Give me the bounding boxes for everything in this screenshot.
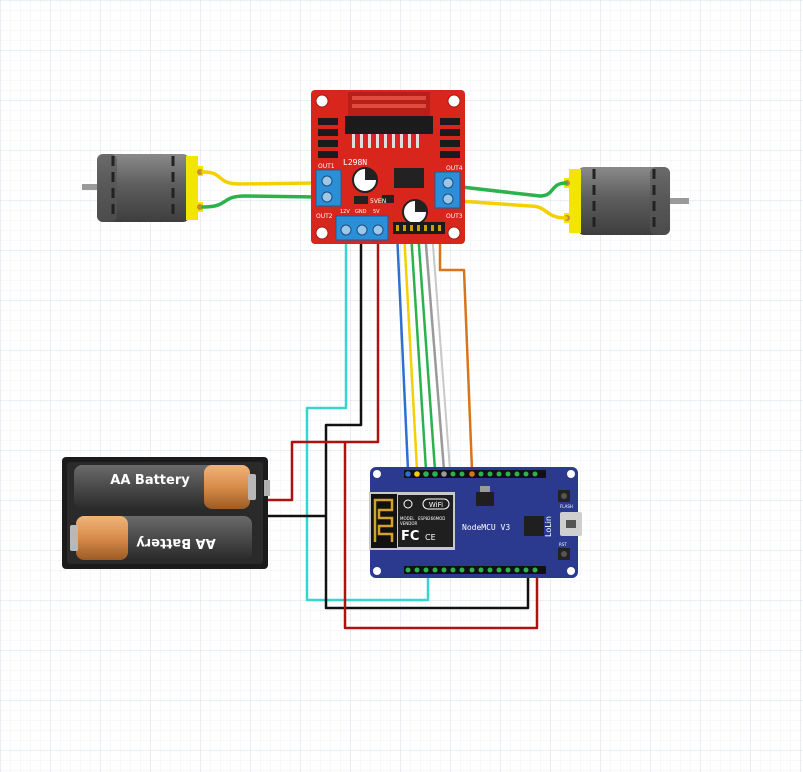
nodemcu-vendor-label: VENDOR (400, 521, 417, 526)
motor-left (82, 154, 203, 222)
nodemcu-model-label: MODEL (400, 516, 415, 521)
wire-in4-white (431, 231, 451, 471)
battery-bottom-label: AA Battery (136, 535, 216, 550)
nodemcu-fc-label: FC (401, 529, 419, 544)
motor-right-shaft (669, 198, 689, 204)
driver-jumper (354, 196, 368, 204)
nodemcu-brand: LoLin (544, 516, 553, 537)
nodemcu-rst-label: RST (559, 542, 567, 547)
l298n-driver: L298N 5VEN OUT1 OUT2 OUT3 O (311, 90, 465, 244)
motor-left-shaft (82, 184, 98, 190)
battery-top-label: AA Battery (110, 473, 190, 488)
wire-left-motor-yellow (201, 170, 320, 186)
wire-enb-orange (438, 230, 474, 472)
nodemcu-wifi-label: WiFi (429, 501, 443, 509)
driver-out4-label: OUT4 (446, 165, 463, 172)
nodemcu-ce-label: CE (425, 533, 436, 542)
nodemcu-title: NodeMCU V3 (462, 523, 510, 532)
wire-right-motor-yellow (442, 198, 568, 220)
driver-5v-label: 5V (373, 209, 380, 215)
wire-in3-green (416, 230, 437, 472)
driver-12v-label: 12V (340, 209, 350, 215)
wire-in2-green (409, 230, 428, 472)
nodemcu-flash-label: FLASH (560, 504, 573, 509)
driver-regulator (394, 168, 424, 188)
wire-gnd-black (266, 231, 530, 610)
driver-gnd-label: GND (355, 209, 367, 215)
motor-left-body (97, 154, 189, 222)
driver-out2-label: OUT2 (316, 213, 333, 220)
motor-right-body (578, 167, 670, 235)
driver-out1-label: OUT1 (318, 163, 335, 170)
wire-in1-yellow (402, 230, 419, 472)
wire-5v-cyan (305, 231, 430, 602)
nodemcu-board: WiFi MODEL VENDOR ESP8266MOD FC CE FLASH… (369, 467, 582, 578)
wire-12v-red (266, 231, 539, 630)
nodemcu-bottom-pin-row (404, 566, 546, 574)
wire-left-motor-green (201, 194, 320, 209)
driver-chip-label: L298N (343, 158, 367, 167)
battery-pack: AA Battery AA Battery (62, 457, 270, 569)
nodemcu-esp-label: ESP8266MOD (418, 516, 445, 521)
driver-jumper-label: 5VEN (370, 198, 386, 205)
nodemcu-wire-endpoints (405, 471, 475, 477)
wires (201, 170, 568, 630)
nodemcu-usb-chip (524, 516, 544, 536)
wire-right-motor-green (442, 181, 568, 198)
driver-heatsink (345, 92, 433, 148)
wire-in4-gray (423, 230, 446, 472)
driver-out3-label: OUT3 (446, 213, 463, 220)
wire-ena-blue (395, 230, 410, 472)
